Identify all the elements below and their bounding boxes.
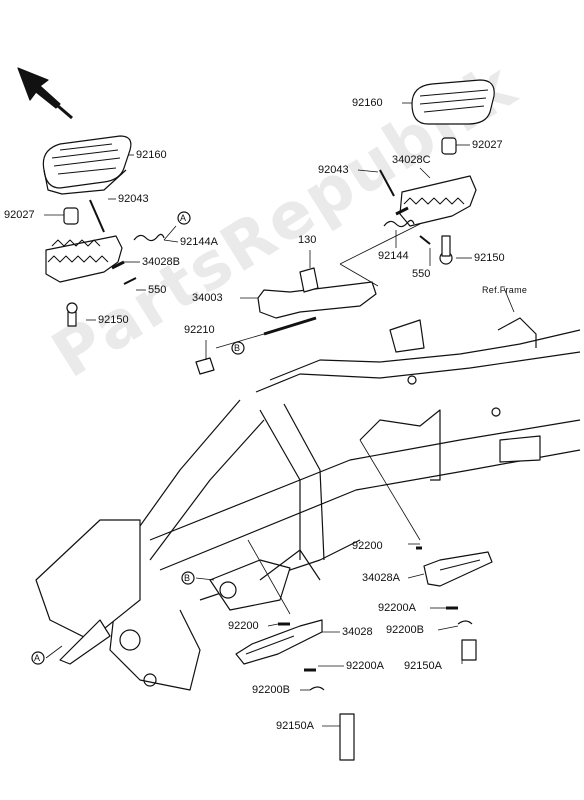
leader-lines xyxy=(44,102,515,727)
callout-a-upper: A xyxy=(180,213,187,223)
part-label-130: 130 xyxy=(298,234,317,246)
part-label-92144A: 92144A xyxy=(180,236,218,248)
front-direction-arrow-icon xyxy=(17,67,73,120)
part-label-92027-top: 92027 xyxy=(472,139,503,151)
part-label-550-left: 550 xyxy=(148,284,167,296)
passenger-peg-right xyxy=(359,439,493,661)
part-label-92150-left: 92150 xyxy=(98,314,129,326)
part-label-92210: 92210 xyxy=(184,324,215,336)
part-label-34028C: 34028C xyxy=(392,154,431,166)
passenger-peg-left xyxy=(235,539,355,761)
part-label-92200A-mid: 92200A xyxy=(378,602,416,614)
part-label-92150A-mid: 92150A xyxy=(404,660,442,672)
right-footpeg-assembly xyxy=(379,79,495,265)
part-label-92200B-low: 92200B xyxy=(252,684,290,696)
part-label-34028: 34028 xyxy=(342,626,373,638)
part-label-92160-top: 92160 xyxy=(352,97,383,109)
part-label-92200B-mid: 92200B xyxy=(386,624,424,636)
part-label-92043-right: 92043 xyxy=(318,164,349,176)
part-label-92160-left: 92160 xyxy=(136,149,167,161)
part-label-92144-right: 92144 xyxy=(378,250,409,262)
part-label-550-right: 550 xyxy=(412,268,431,280)
part-label-92027-left: 92027 xyxy=(4,209,35,221)
reference-frame-label: Ref.Frame xyxy=(482,285,528,295)
brake-pedal xyxy=(195,223,421,375)
callout-b-lower: B xyxy=(184,573,191,583)
left-footpeg-assembly xyxy=(42,135,165,327)
callout-circles xyxy=(31,211,245,665)
frame xyxy=(35,317,581,691)
part-label-92200A-low: 92200A xyxy=(346,660,384,672)
part-label-92043-left: 92043 xyxy=(118,193,149,205)
callout-b-upper: B xyxy=(234,343,241,353)
part-label-34003: 34003 xyxy=(192,292,223,304)
part-label-92200-mid: 92200 xyxy=(352,540,383,552)
part-label-34028B: 34028B xyxy=(142,256,180,268)
part-label-92150A-low: 92150A xyxy=(276,720,314,732)
part-label-92150-right: 92150 xyxy=(474,252,505,264)
part-label-34028A: 34028A xyxy=(362,572,400,584)
part-label-92200-low: 92200 xyxy=(228,620,259,632)
callout-a-lower: A xyxy=(34,653,41,663)
